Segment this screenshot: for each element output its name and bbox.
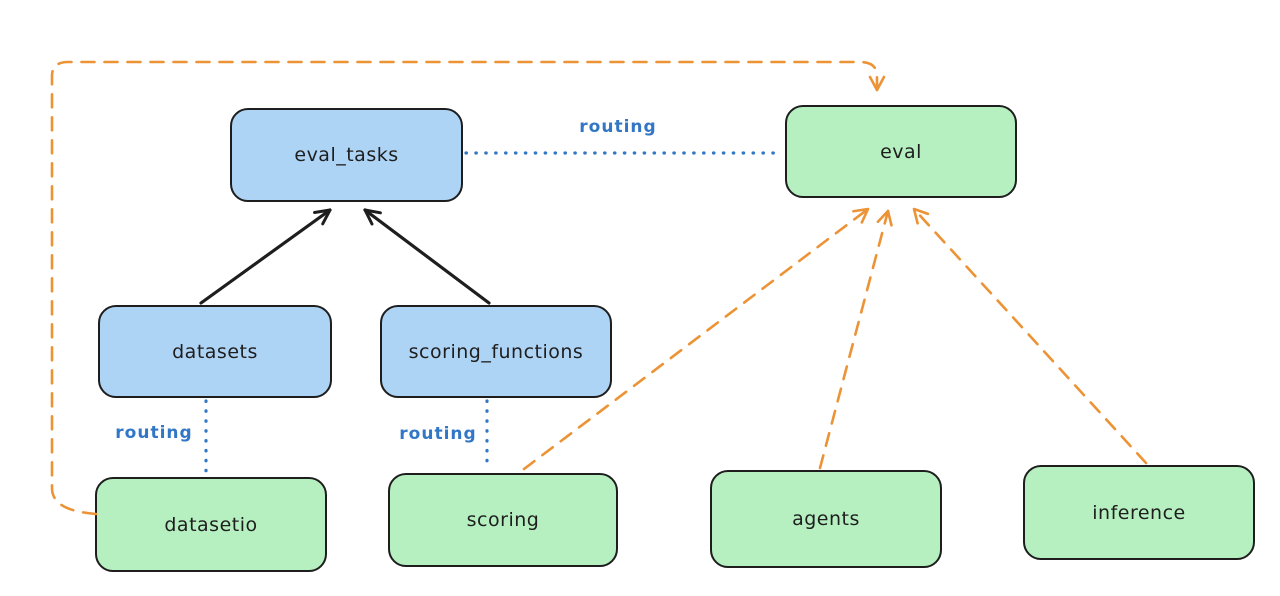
edge-scoring-functions-eval-tasks (363, 208, 491, 305)
node-datasets-label: datasets (172, 340, 258, 363)
node-datasetio-label: datasetio (164, 513, 258, 536)
edge-agents-eval (818, 209, 893, 470)
node-eval-tasks: eval_tasks (230, 108, 463, 202)
routing-label-scoring-functions-scoring: routing (399, 424, 477, 444)
routing-label-eval-tasks-eval: routing (579, 117, 657, 137)
node-agents-label: agents (792, 508, 860, 530)
edge-datasets-eval-tasks (199, 208, 332, 305)
node-datasets: datasets (98, 305, 332, 398)
node-eval-tasks-label: eval_tasks (294, 144, 399, 166)
edge-inference-eval (912, 207, 1148, 465)
node-eval: eval (785, 105, 1017, 198)
node-datasetio: datasetio (95, 477, 327, 572)
node-scoring-functions-label: scoring_functions (408, 340, 584, 363)
node-eval-label: eval (880, 140, 922, 163)
node-inference: inference (1023, 465, 1255, 560)
edge-datasetio-eval (50, 60, 886, 516)
node-agents: agents (710, 470, 942, 568)
routing-label-datasets-datasetio: routing (115, 423, 193, 443)
node-scoring: scoring (388, 473, 618, 567)
node-scoring-label: scoring (466, 509, 540, 531)
node-inference-label: inference (1092, 501, 1186, 524)
node-scoring-functions: scoring_functions (380, 305, 612, 398)
